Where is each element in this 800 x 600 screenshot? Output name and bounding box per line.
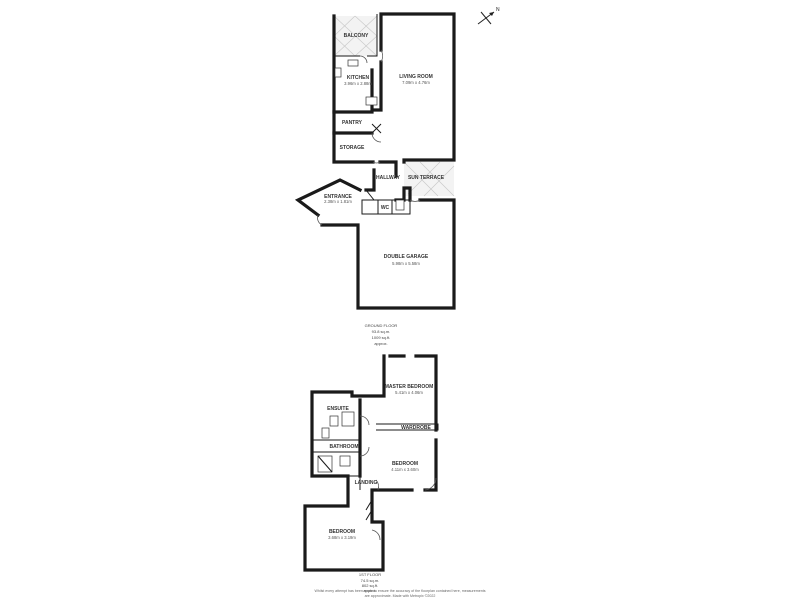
compass-icon: N [477,7,500,25]
first-floor-walls [303,354,438,572]
first-floor-name: 1ST FLOOR [359,572,381,577]
ground-floor: BALCONY KITCHEN 3.96m x 2.88m LIVING ROO… [294,12,456,346]
first-floor-area-m: 74.5 sq.m. [361,578,380,583]
wardrobe-label: WARDROBE [401,425,431,431]
first-floor-approx: approx. [363,588,376,593]
bedroom-dims: 4.11m x 3.60m [391,467,419,472]
bedroom-3-dims: 3.68m x 3.19m [328,535,356,540]
disclaimer-line-2: are approximate. Made with Metropix ©202… [365,594,436,598]
compass-label: N [496,7,500,13]
ensuite-shower-fixture [341,411,355,427]
bath-wc-fixture [321,427,330,439]
ground-floor-area-m: 93.8 sq.m. [372,329,391,334]
wc-fixture [395,199,405,211]
landing-label: LANDING [355,480,378,486]
ground-floor-walls-lower [294,168,456,310]
ground-floor-approx: approx. [374,341,387,346]
balcony-area [333,15,378,57]
hallway-label: HALLWAY [376,175,401,181]
entrance-dims: 2.38m x 1.81m [324,199,352,204]
first-floor-area-ft: 802 sq.ft. [362,583,378,588]
ground-floor-name: GROUND FLOOR [365,323,398,328]
first-floor: MASTER BEDROOM 5.41m x 4.06m ENSUITE WAR… [303,354,439,593]
living-room-label: LIVING ROOM [399,74,433,80]
double-garage-label: DOUBLE GARAGE [384,254,429,260]
disclaimer-line-1: Whilst every attempt has been made to en… [315,589,486,593]
wc-label: WC [381,205,390,211]
balcony-label: BALCONY [344,33,369,39]
sun-terrace-label: SUN TERRACE [408,175,445,181]
bedroom-3-label: BEDROOM [329,529,355,535]
entrance-label: ENTRANCE [324,194,352,200]
sink-fixture [334,67,342,78]
sun-terrace-area [403,161,455,197]
ground-floor-walls-upper [332,12,456,178]
fridge-fixture [365,96,378,106]
pantry-label: PANTRY [342,120,363,126]
living-room-dims: 7.09m x 4.76m [402,80,430,85]
ensuite-wc-fixture [329,415,339,427]
master-bedroom-label: MASTER BEDROOM [385,384,434,390]
kitchen-dims: 3.96m x 2.88m [344,81,372,86]
basin-fixture [339,455,351,467]
double-garage-dims: 5.98m x 5.58m [392,261,420,266]
storage-label: STORAGE [340,145,365,151]
ground-floor-area-ft: 1009 sq.ft. [372,335,391,340]
hob-fixture [347,59,359,67]
master-bedroom-dims: 5.41m x 4.06m [395,390,423,395]
bathroom-label: BATHROOM [329,444,358,450]
ensuite-label: ENSUITE [327,406,349,412]
kitchen-label: KITCHEN [347,75,370,81]
bedroom-label: BEDROOM [392,461,418,467]
